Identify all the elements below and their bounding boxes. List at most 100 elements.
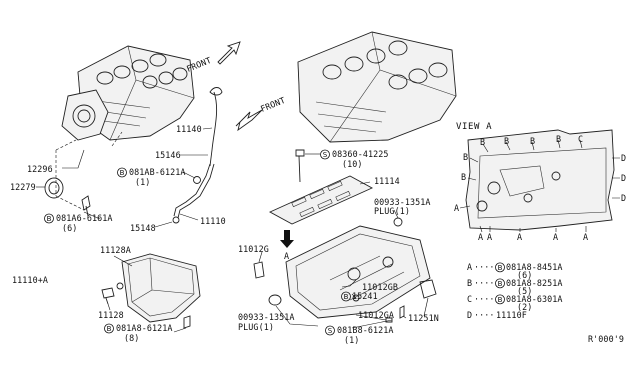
circle-b-letter: B bbox=[107, 325, 112, 333]
circle-b-letter: B bbox=[344, 293, 349, 301]
front-label-1: FRONT bbox=[185, 55, 213, 74]
marker-b: B bbox=[463, 152, 468, 162]
label-11114: 11114 bbox=[374, 176, 400, 186]
marker-b: B bbox=[461, 172, 466, 182]
circle-b-marker bbox=[117, 167, 127, 178]
view-a-markers bbox=[459, 139, 620, 233]
leader-lines bbox=[36, 127, 429, 333]
label-08360-qty: (10) bbox=[342, 159, 363, 169]
circle-s-letter: S bbox=[323, 151, 328, 159]
label-081a8-qty: (8) bbox=[124, 333, 139, 343]
legend-part-number: 081A8-8451A bbox=[506, 262, 563, 272]
view-a-title: VIEW A bbox=[456, 122, 492, 132]
legend-part-number: 081A8-8251A bbox=[506, 278, 563, 288]
oil-strainer-11012g bbox=[253, 261, 265, 279]
front-label-2: FRONT bbox=[259, 95, 287, 114]
marker-d: D bbox=[621, 173, 626, 183]
label-081a6-6161a: 081A6-6161A bbox=[56, 213, 113, 223]
oil-level-gauge bbox=[209, 87, 223, 167]
marker-b: B bbox=[480, 137, 485, 147]
marker-b: B bbox=[530, 136, 535, 146]
rear-oil-seal-retainer bbox=[61, 89, 109, 141]
bolt-081a8-6121a bbox=[183, 315, 191, 329]
label-12279: 12279 bbox=[10, 182, 36, 192]
circle-s-marker bbox=[320, 149, 330, 160]
marker-c: C bbox=[578, 134, 583, 144]
label-11012g: 11012G bbox=[238, 244, 269, 254]
circle-s-marker bbox=[325, 325, 335, 336]
label-11128: 11128 bbox=[98, 310, 124, 320]
legend-circle bbox=[495, 262, 505, 273]
label-00933-bottom: 00933-1351A bbox=[238, 312, 295, 322]
legend-dots: ···· bbox=[474, 294, 495, 304]
legend-letter: B bbox=[467, 278, 472, 288]
marker-a: A bbox=[553, 232, 558, 242]
legend-qty: (2) bbox=[517, 302, 532, 312]
legend-part-number: 081A8-6301A bbox=[506, 294, 563, 304]
oil-filter-bracket bbox=[352, 279, 437, 323]
legend-qty: (5) bbox=[517, 286, 532, 296]
dashed-guide-left bbox=[55, 131, 123, 211]
drain-plug-11128 bbox=[101, 282, 124, 305]
marker-a: A bbox=[454, 203, 459, 213]
circle-b-letter: B bbox=[120, 169, 125, 177]
label-11140: 11140 bbox=[176, 124, 202, 134]
marker-d: D bbox=[621, 193, 626, 203]
label-11110a: 11110+A bbox=[12, 275, 48, 285]
front-arrow-1: FRONT bbox=[185, 41, 241, 74]
bolt-081a6 bbox=[81, 195, 91, 217]
label-11012gb: 11012GB bbox=[362, 282, 398, 292]
circle-s-letter: S bbox=[328, 327, 333, 335]
marker-b: B bbox=[504, 136, 509, 146]
oil-seal-12279 bbox=[44, 177, 64, 199]
legend-letter: D bbox=[467, 310, 472, 320]
marker-b: B bbox=[556, 134, 561, 144]
label-plug-bottom: PLUG(1) bbox=[238, 322, 274, 332]
label-15241: 15241 bbox=[352, 291, 378, 301]
label-11110: 11110 bbox=[200, 216, 226, 226]
label-15146: 15146 bbox=[155, 150, 181, 160]
labels: 12296 12279 B 081A6-6161A (6) 11140 1514… bbox=[10, 122, 626, 345]
marker-a: A bbox=[487, 232, 492, 242]
oil-pan-lower bbox=[121, 253, 201, 323]
legend-dots: ···· bbox=[474, 278, 495, 288]
label-11128a: 11128A bbox=[100, 245, 131, 255]
view-a-drawing bbox=[465, 129, 615, 231]
circle-b-marker bbox=[104, 323, 114, 334]
legend-letter: C bbox=[467, 294, 472, 304]
circle-b-marker bbox=[44, 213, 54, 224]
front-arrow-2: FRONT bbox=[235, 95, 287, 132]
oil-pan-upper bbox=[285, 225, 431, 319]
engine-block-left bbox=[77, 45, 195, 141]
legend-circle bbox=[495, 278, 505, 289]
legend-dots: ···· bbox=[474, 262, 495, 272]
legend-circle-letter: B bbox=[498, 296, 503, 304]
label-081ab-6121a: 081AB-6121A bbox=[129, 167, 186, 177]
engine-block-center bbox=[297, 31, 457, 143]
legend-qty: (6) bbox=[517, 270, 532, 280]
bolt-08360 bbox=[295, 149, 305, 183]
marker-d: D bbox=[621, 153, 626, 163]
marker-a: A bbox=[478, 232, 483, 242]
legend-dots: ···· bbox=[474, 310, 495, 320]
legend-letter: A bbox=[467, 262, 472, 272]
legend-circle-letter: B bbox=[498, 264, 503, 272]
plug-00933-right bbox=[393, 217, 403, 227]
legend-circle bbox=[495, 294, 505, 305]
label-plug-top: PLUG(1) bbox=[374, 206, 410, 216]
plug-00933-left bbox=[268, 294, 282, 306]
legend-part-number: 11110F bbox=[496, 310, 527, 320]
legend-circle-letter: B bbox=[498, 280, 503, 288]
label-15148: 15148 bbox=[130, 223, 156, 233]
label-08360-41225: 08360-41225 bbox=[332, 149, 389, 159]
label-081b8-6121a: 081B8-6121A bbox=[337, 325, 394, 335]
label-081ab-qty: (1) bbox=[135, 177, 150, 187]
circle-b-marker bbox=[341, 291, 351, 302]
marker-a: A bbox=[517, 232, 522, 242]
marker-a: A bbox=[583, 232, 588, 242]
label-12296: 12296 bbox=[27, 164, 53, 174]
label-11251n: 11251N bbox=[408, 313, 439, 323]
